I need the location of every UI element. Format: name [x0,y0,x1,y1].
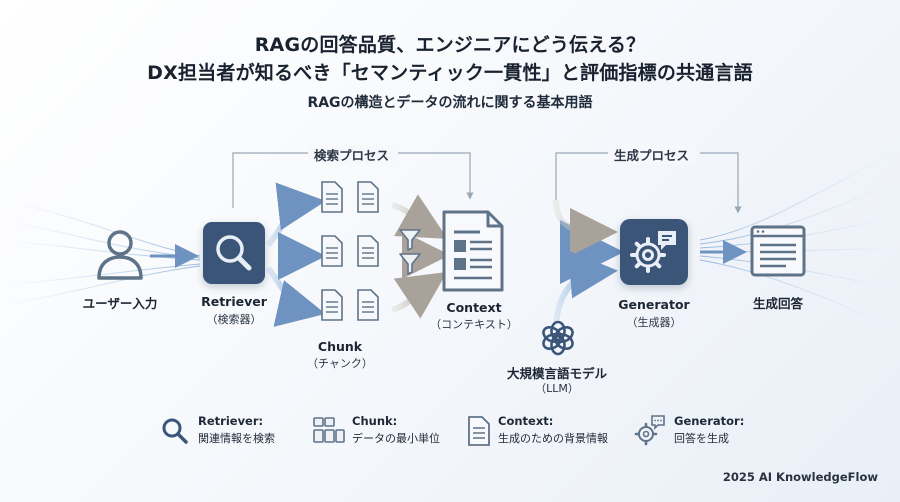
footer-credit: 2025 AI KnowledgeFlow [722,470,878,484]
legend-generator-title: Generator: [674,414,745,428]
chunk-group [318,178,393,342]
generation-process-label: 生成プロセス [608,145,696,164]
chunk-label: Chunk [317,339,363,354]
arrow-retriever-to-chunk-bottom [265,266,326,327]
search-process-bracket [232,152,470,208]
llm-knot-icon [542,320,574,356]
arrow-gray-into-generator [553,199,618,256]
generation-process-bracket [555,152,738,210]
document-icon [468,416,490,446]
blocks-icon [313,417,345,443]
title-line-1: RAGの回答品質、エンジニアにどう伝える？ [254,34,646,56]
retriever-node [203,222,265,284]
magnifier-icon [162,418,188,444]
arrow-llm-to-generator [553,250,618,323]
legend-item-retriever: Retriever: 関連情報を検索 [160,414,330,454]
context-sub-label: （コンテキスト） [430,318,518,331]
generator-sub-label: （生成器） [626,316,682,329]
legend-chunk-title: Chunk: [352,414,398,428]
answer-window-icon [750,225,806,277]
context-document-icon [442,210,504,292]
subtitle: RAGの構造とデータの流れに関する基本用語 [307,95,593,111]
search-process-label: 検索プロセス [308,145,396,164]
magnifier-icon [216,235,252,271]
context-label: Context [446,300,502,315]
output-label: 生成回答 [752,296,803,311]
generator-node [620,219,688,285]
user-icon [97,230,143,280]
user-input-label: ユーザー入力 [82,296,158,311]
arrow-chunk-bottom-to-context [391,272,447,319]
legend-chunk-desc: データの最小単位 [352,432,440,445]
filter-icon [399,229,421,275]
legend-item-generator: Generator: 回答を生成 [634,414,784,454]
legend-context-title: Context: [498,414,554,428]
llm-sub-label: （LLM） [535,382,579,395]
legend-item-chunk: Chunk: データの最小単位 [312,414,482,454]
arrow-chunk-top-to-context [391,194,448,239]
generator-label: Generator [618,297,690,312]
legend-context-desc: 生成のための背景情報 [498,432,608,445]
gear-chat-icon [634,415,665,446]
retriever-sub-label: （検索器） [206,313,262,326]
retriever-label: Retriever [201,294,267,309]
legend-retriever-title: Retriever: [198,414,264,428]
chunk-sub-label: （チャンク） [307,357,373,370]
gear-chat-icon [630,231,676,273]
legend-generator-desc: 回答を生成 [674,432,729,445]
arrow-retriever-to-chunk-top [265,182,326,247]
legend-item-context: Context: 生成のための背景情報 [466,414,646,454]
llm-label: 大規模言語モデル [506,366,607,381]
document-icon [321,181,379,321]
legend-retriever-desc: 関連情報を検索 [198,432,275,445]
title-line-2: DX担当者が知るべき「セマンティック一貫性」と評価指標の共通言語 [147,62,753,84]
